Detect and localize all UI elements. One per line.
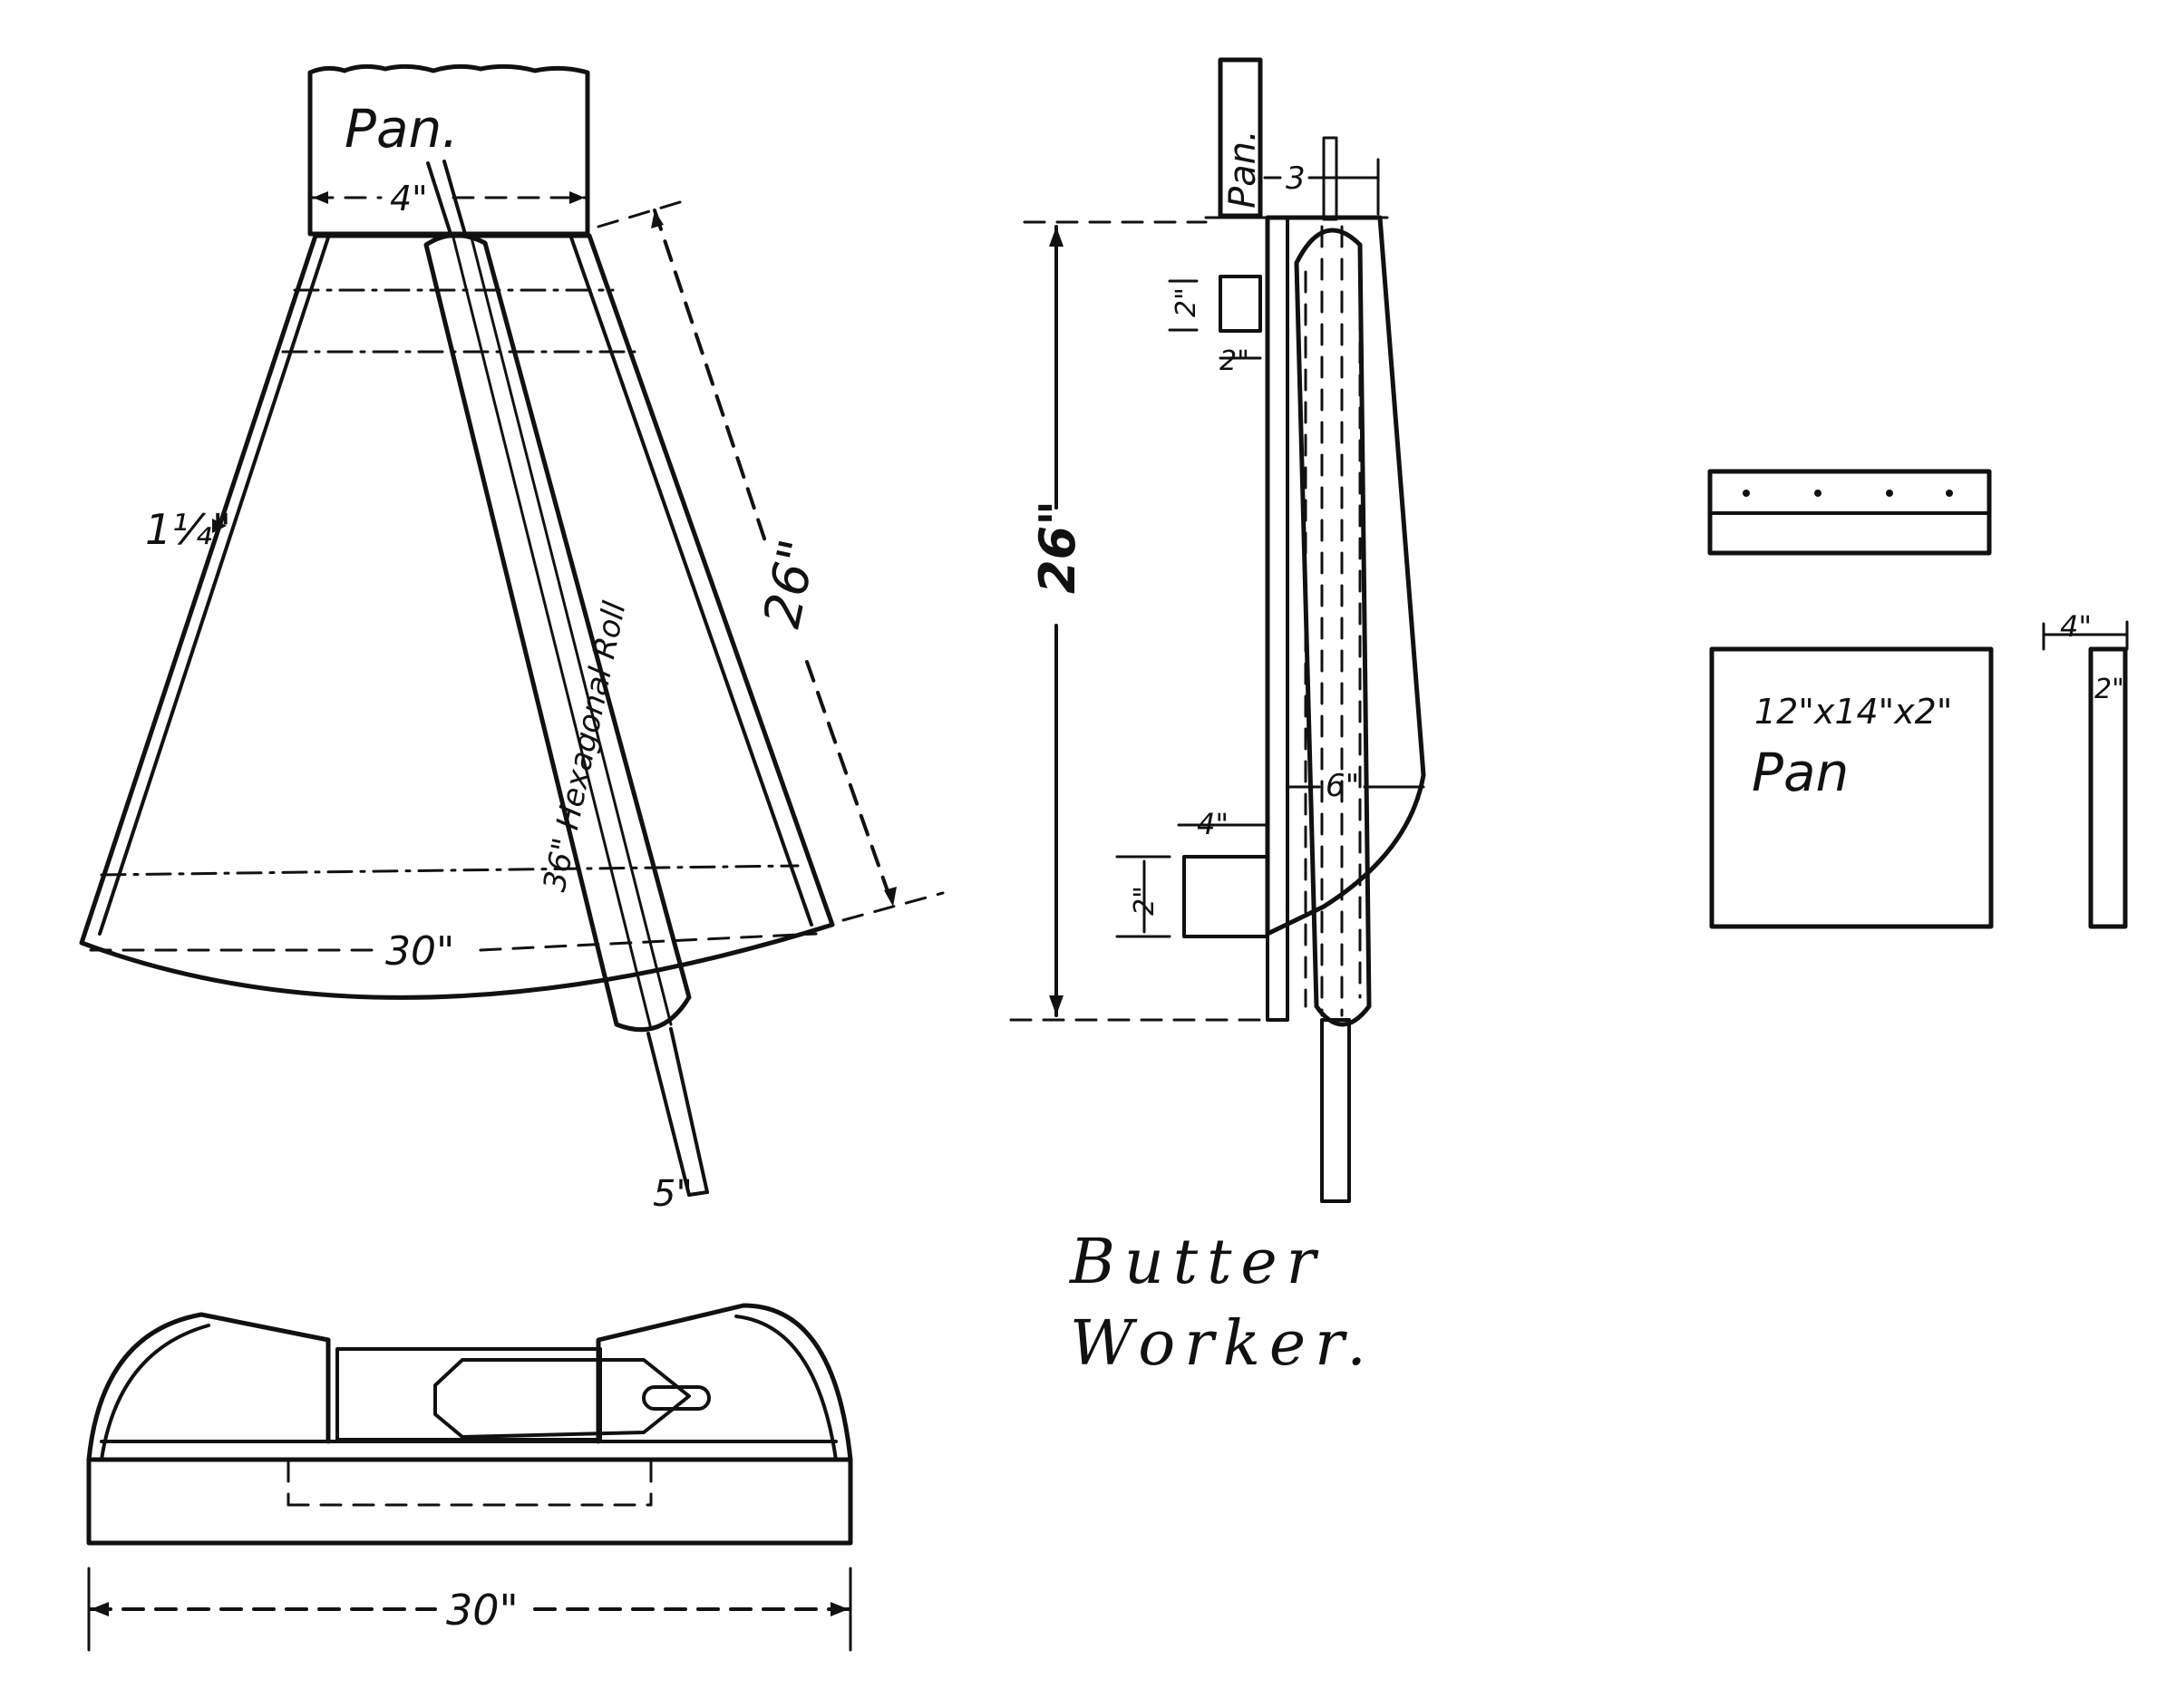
- pan-side-width-label: 4": [2060, 609, 2092, 644]
- end-width-label: 30": [446, 1586, 519, 1635]
- pan-label: Pan: [1752, 742, 1849, 803]
- end-view-base: [86, 1457, 853, 1546]
- plan-view: Pan. 4" 30" 1¼" 36: [79, 63, 945, 1215]
- hexagonal-roll: 36" Hexagonal Roll 5": [423, 160, 709, 1215]
- roll-label: 36" Hexagonal Roll: [537, 598, 634, 895]
- side-body-width-label: 6": [1326, 768, 1359, 804]
- pan-detail: 12"x14"x2" Pan 4" 2": [1707, 469, 2129, 929]
- side-block-width-label: 2": [1219, 345, 1249, 377]
- roll-end-label: 5": [653, 1173, 693, 1215]
- side-pan-label: Pan.: [1222, 130, 1264, 209]
- pan-size-label: 12"x14"x2": [1754, 692, 1952, 732]
- plan-pan-outline: [307, 63, 590, 237]
- side-block-height-label: 2": [1171, 287, 1202, 317]
- title-line-2: Worker.: [1070, 1308, 1375, 1380]
- side-view: Pan. 3 2" 2" 26": [1009, 57, 1426, 1203]
- plan-pan-label: Pan.: [345, 98, 459, 160]
- plan-base-width-label: 30": [385, 928, 454, 975]
- side-top-offset-label: 3: [1286, 160, 1306, 197]
- plan-length-label: 26": [753, 535, 829, 633]
- plan-pan-width-label: 4": [390, 179, 428, 218]
- end-view: 30": [86, 1303, 853, 1652]
- side-height-label: 26": [1029, 500, 1086, 594]
- plan-board-outline: [79, 233, 835, 1000]
- side-pan-strip: [1218, 57, 1263, 218]
- side-lower-block-height-label: 2": [1129, 886, 1161, 916]
- side-body-outline: [1265, 215, 1426, 936]
- plan-board-left-edge: [98, 236, 330, 936]
- side-upper-block: [1219, 275, 1262, 333]
- pan-side-height-label: 2": [2094, 674, 2124, 705]
- pan-top-view: [1709, 646, 1994, 929]
- pan-side-view: [2088, 646, 2128, 929]
- side-lower-block: [1182, 855, 1269, 938]
- side-lower-block-width-label: 4": [1197, 807, 1229, 841]
- title-line-1: Butter: [1068, 1227, 1325, 1298]
